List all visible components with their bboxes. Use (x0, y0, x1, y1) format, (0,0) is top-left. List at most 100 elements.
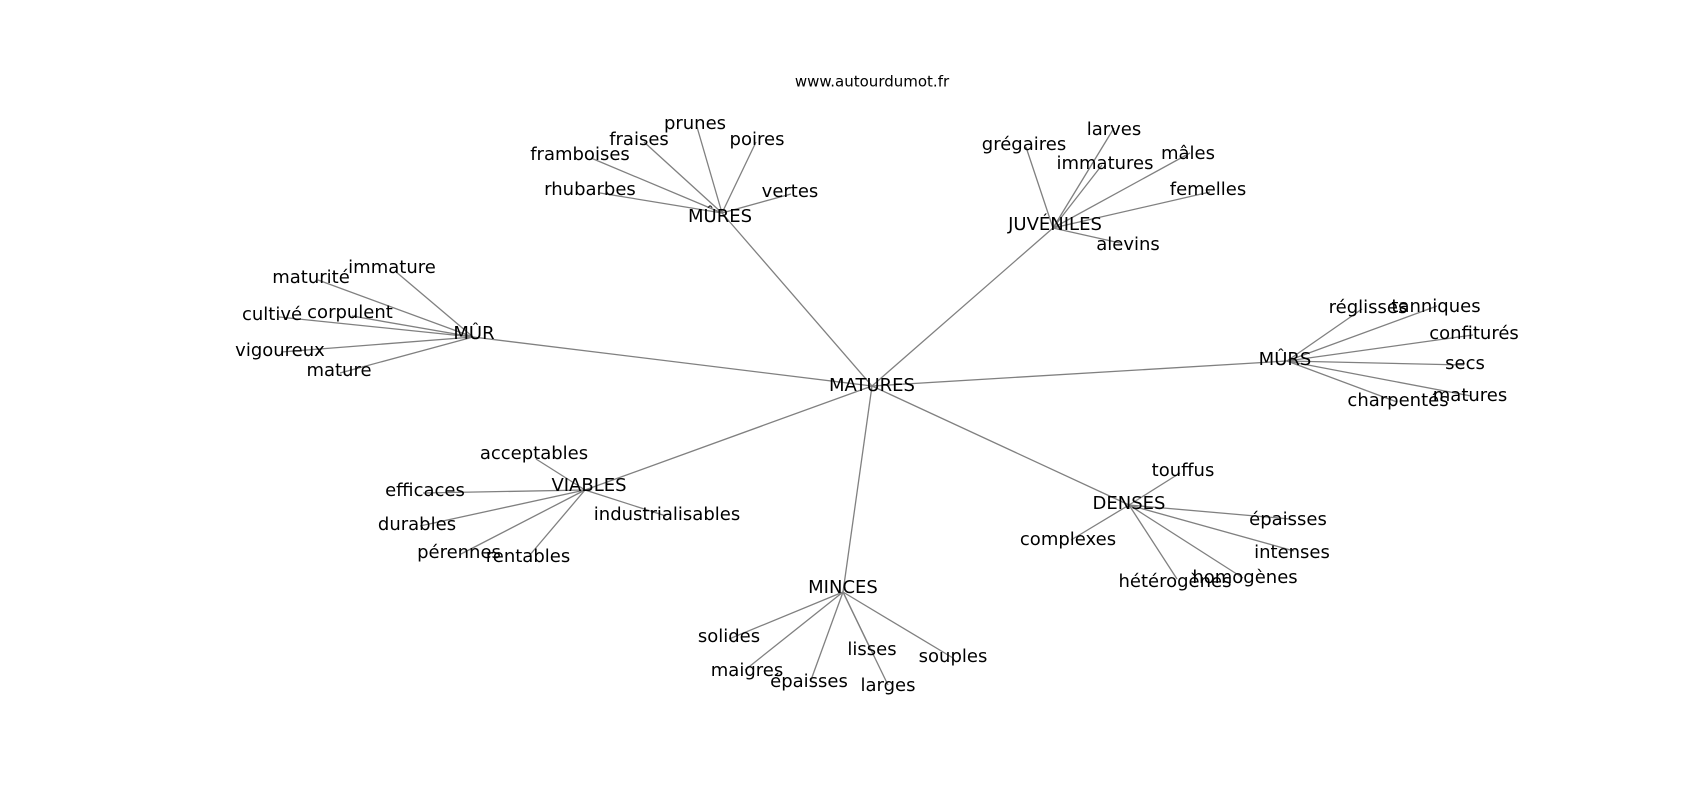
leaf-word[interactable]: immatures (1056, 153, 1153, 174)
graph-edges (278, 126, 1474, 686)
leaf-word[interactable]: vertes (762, 181, 819, 202)
edge-hub-leaf (394, 270, 474, 338)
hub-word[interactable]: DENSES (1093, 493, 1166, 514)
edge-hub-leaf (842, 591, 954, 659)
leaf-word[interactable]: alevins (1096, 234, 1160, 255)
edge-center-hub (842, 385, 873, 593)
edge-hub-leaf (1286, 334, 1474, 362)
edge-hub-leaf (317, 279, 474, 338)
leaf-word[interactable]: maigres (711, 660, 783, 681)
leaf-word[interactable]: durables (378, 514, 456, 535)
leaf-word[interactable]: larves (1087, 119, 1142, 140)
edge-hub-leaf (1128, 504, 1244, 579)
edge-hub-leaf (1128, 504, 1295, 552)
site-url: www.autourdumot.fr (795, 73, 950, 91)
edge-hub-leaf (1128, 472, 1181, 506)
hub-word[interactable]: MÛRS (1259, 348, 1312, 370)
edge-hub-leaf (728, 591, 844, 640)
leaf-word[interactable]: poires (730, 129, 785, 150)
leaf-word[interactable]: intenses (1254, 542, 1330, 563)
edge-hub-leaf (696, 126, 723, 214)
leaf-word[interactable]: prunes (664, 113, 726, 134)
edge-hub-leaf (643, 141, 723, 214)
edge-hub-leaf (1286, 360, 1465, 366)
leaf-word[interactable]: efficaces (385, 480, 465, 501)
edge-hub-leaf (1052, 152, 1191, 229)
leaf-word[interactable]: lisses (847, 639, 896, 660)
hub-word[interactable]: MÛRES (688, 205, 752, 227)
edge-center-hub (584, 385, 873, 491)
edge-hub-leaf (599, 192, 723, 214)
leaf-word[interactable]: mâles (1161, 143, 1215, 164)
edge-hub-leaf (1128, 504, 1178, 580)
hub-word[interactable]: MINCES (808, 577, 878, 598)
leaf-word[interactable]: souples (919, 646, 988, 667)
edge-hub-leaf (528, 489, 586, 557)
edge-hub-leaf (339, 336, 474, 374)
leaf-word[interactable]: confiturés (1429, 323, 1519, 344)
leaf-word[interactable]: hétérogènes (1119, 571, 1232, 592)
hub-word[interactable]: JUVÉNILES (1007, 213, 1102, 235)
edge-hub-leaf (1052, 227, 1121, 244)
edge-center-hub (472, 336, 873, 387)
leaf-word[interactable]: maturité (272, 267, 350, 288)
leaf-word[interactable]: complexes (1020, 529, 1116, 550)
leaf-word[interactable]: grégaires (982, 134, 1066, 155)
edge-hub-leaf (1286, 305, 1438, 362)
leaf-word[interactable]: pérennes (417, 542, 501, 563)
edge-hub-leaf (419, 489, 586, 527)
leaf-word[interactable]: réglisses (1329, 297, 1408, 318)
leaf-word[interactable]: solides (698, 626, 760, 647)
hub-word[interactable]: VIABLES (551, 475, 626, 496)
leaf-word[interactable]: fraises (609, 129, 669, 150)
leaf-word[interactable]: touffus (1152, 460, 1215, 481)
edge-hub-leaf (278, 316, 474, 338)
edge-hub-leaf (1052, 164, 1103, 229)
leaf-word[interactable]: secs (1445, 353, 1485, 374)
leaf-word[interactable]: industrialisables (594, 504, 740, 525)
edge-hub-leaf (1128, 504, 1291, 520)
edge-hub-leaf (810, 591, 844, 681)
leaf-word[interactable]: corpulent (307, 302, 393, 323)
leaf-word[interactable]: larges (861, 675, 916, 696)
edge-hub-leaf (422, 489, 586, 494)
edge-hub-leaf (1052, 191, 1211, 229)
edge-hub-leaf (721, 193, 792, 214)
leaf-word[interactable]: femelles (1170, 179, 1246, 200)
leaf-word[interactable]: acceptables (480, 443, 588, 464)
edge-center-hub (721, 212, 873, 387)
edge-hub-leaf (1286, 308, 1363, 362)
leaf-word[interactable]: épaisses (770, 671, 848, 692)
edge-hub-leaf (1286, 360, 1472, 397)
leaf-word[interactable]: framboises (530, 144, 630, 165)
edge-hub-leaf (842, 591, 889, 686)
edge-hub-leaf (351, 315, 474, 338)
edge-hub-leaf (744, 591, 844, 671)
edge-hub-leaf (1025, 146, 1054, 229)
leaf-word[interactable]: épaisses (1249, 509, 1327, 530)
leaf-word[interactable]: cultivé (242, 304, 302, 325)
leaf-word[interactable]: rentables (486, 546, 570, 567)
edge-hub-leaf (721, 141, 757, 214)
leaf-word[interactable]: vigoureux (235, 340, 325, 361)
leaf-word[interactable]: matures (1433, 385, 1508, 406)
center-word[interactable]: MATURES (829, 375, 915, 396)
edge-center-hub (871, 385, 1130, 506)
edge-hub-leaf (535, 458, 586, 491)
leaf-word[interactable]: immature (348, 257, 436, 278)
hub-word[interactable]: MÛR (453, 322, 494, 344)
leaf-word[interactable]: tanniques (1391, 296, 1480, 317)
leaf-word[interactable]: charpentés (1347, 390, 1448, 411)
leaf-word[interactable]: mature (306, 360, 371, 381)
edge-center-hub (871, 360, 1288, 387)
edge-hub-leaf (584, 489, 667, 517)
edge-hub-leaf (1286, 360, 1398, 403)
edge-hub-leaf (280, 336, 474, 353)
edge-center-hub (871, 227, 1054, 387)
edge-hub-leaf (1052, 127, 1115, 229)
leaf-word[interactable]: homogènes (1192, 567, 1297, 588)
graph-labels: MÛRES rhubarbes framboisesfraisesprunespoi… (235, 113, 1519, 696)
leaf-word[interactable]: rhubarbes (544, 179, 636, 200)
edge-hub-leaf (590, 157, 723, 214)
